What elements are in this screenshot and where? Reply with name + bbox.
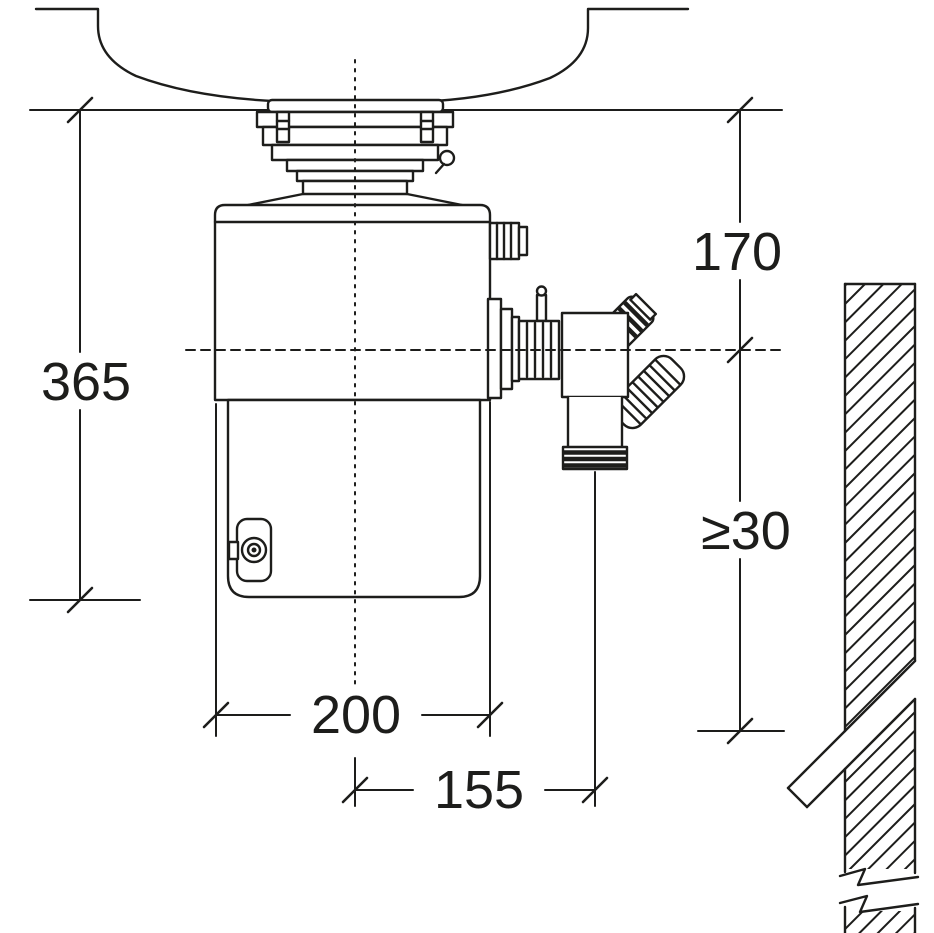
wall-pipe-stub [786,729,847,809]
motor-housing [226,398,482,599]
dimension-min-clearance: ≥30 [676,349,816,745]
dimension-body-width: 200 [202,401,504,745]
mount-screw [438,149,456,167]
dimension-label-outlet-offset: 155 [434,760,524,820]
mount-bolt-left [275,110,291,144]
wall-edges [843,282,917,933]
wall-section [786,282,920,933]
wall-break-symbol [838,867,920,914]
dishwasher-inlet [488,221,529,261]
dimension-outlet-offset: 155 [341,471,609,820]
inlet-cap [517,225,529,257]
mount-bolt-right [419,110,435,144]
wall-pipe-passage [843,659,917,771]
dimension-label-overall-height: 365 [41,352,131,412]
outlet-flange-plate [486,297,503,400]
dimension-overall-height: 365 [28,96,144,614]
disposer-body [213,203,492,599]
dimension-label-body-width: 200 [311,685,401,745]
elbow-body [560,311,630,399]
vent-screw [535,285,548,323]
sink-bowl-section [34,7,690,104]
shoulder-right [405,192,464,207]
dimension-outlet-height: 170 [679,96,797,364]
electrical-connector [227,517,273,583]
down-pipe [566,395,624,449]
dimension-label-outlet-height: 170 [692,222,782,282]
outlet-assembly [486,285,686,471]
centerlines [185,59,783,707]
grind-chamber-housing [213,203,492,402]
wall-hatching [845,284,915,933]
dimension-label-min-clearance: ≥30 [701,501,791,561]
shoulder-left [246,192,305,207]
threaded-pipe-end [561,445,629,471]
